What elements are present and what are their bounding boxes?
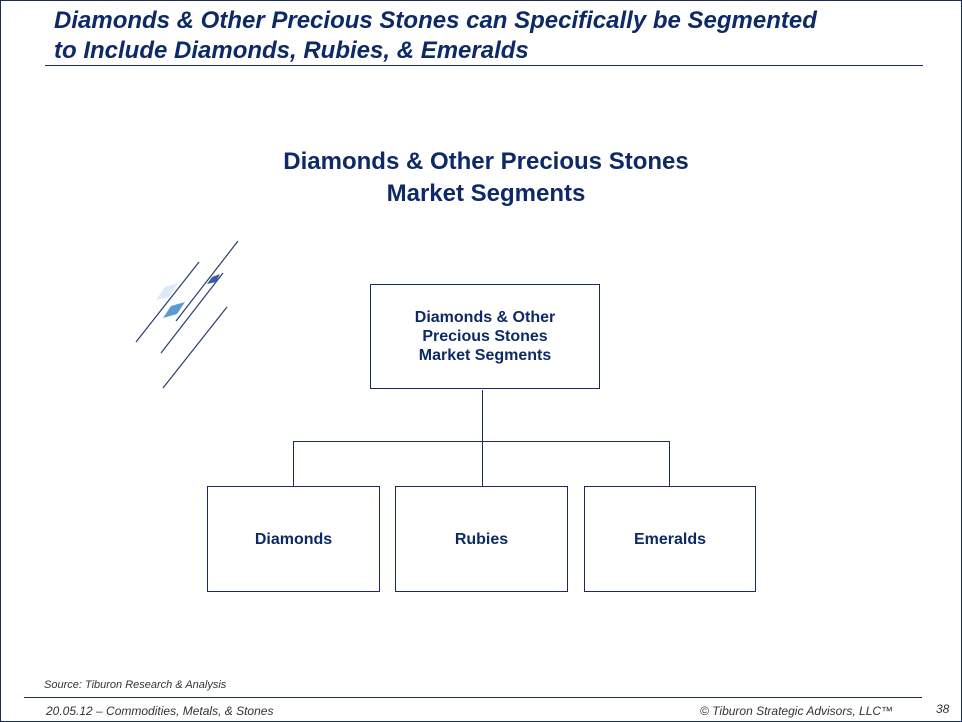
node-diamonds: Diamonds	[207, 486, 380, 592]
node-rubies: Rubies	[395, 486, 568, 592]
title-rule	[45, 65, 923, 66]
connector	[293, 441, 670, 442]
footer-left: 20.05.12 – Commodities, Metals, & Stones	[46, 704, 274, 718]
chart-title-line1: Diamonds & Other Precious Stones	[283, 148, 689, 175]
node-emeralds: Emeralds	[584, 486, 756, 592]
connector	[669, 441, 670, 487]
footer-rule	[24, 697, 922, 698]
slide-title: Diamonds & Other Precious Stones can Spe…	[54, 7, 817, 64]
diamond-logo-icon	[135, 240, 239, 389]
connector	[482, 390, 483, 442]
root-node: Diamonds & Other Precious Stones Market …	[370, 284, 600, 389]
chart-title-line2: Market Segments	[386, 180, 586, 207]
page-number: 38	[936, 702, 950, 716]
connector	[293, 441, 294, 487]
connector	[482, 441, 483, 487]
copyright: © Tiburon Strategic Advisors, LLC™	[700, 704, 894, 718]
source-note: Source: Tiburon Research & Analysis	[44, 679, 227, 691]
